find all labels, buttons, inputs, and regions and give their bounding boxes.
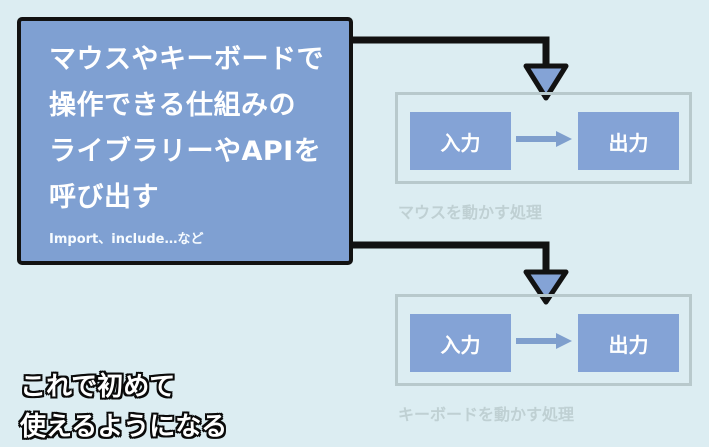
usage-note: これで初めて 使えるようになる [20, 327, 280, 447]
keyboard-output-block: 出力 [578, 314, 679, 372]
connector-top [353, 36, 550, 74]
library-api-title: マウスやキーボードで 操作できる仕組みの ライブラリーやAPIを 呼び出す [49, 44, 324, 213]
mouse-input-block: 入力 [410, 112, 511, 170]
library-api-subtitle: Import、include…など [49, 232, 204, 247]
usage-note-text: これで初めて 使えるようになる [20, 372, 228, 442]
keyboard-process-panel: 入力 出力 [395, 294, 692, 386]
connector-bottom [353, 241, 550, 280]
keyboard-process-caption: キーボードを動かす処理 [398, 405, 575, 424]
mouse-process-caption: マウスを動かす処理 [398, 203, 543, 222]
keyboard-input-block: 入力 [410, 314, 511, 372]
diagram-canvas: マウスやキーボードで 操作できる仕組みの ライブラリーやAPIを 呼び出す Im… [17, 17, 692, 442]
mouse-process-panel: 入力 出力 [395, 92, 692, 184]
library-api-box: マウスやキーボードで 操作できる仕組みの ライブラリーやAPIを 呼び出す Im… [17, 17, 353, 265]
mouse-output-block: 出力 [578, 112, 679, 170]
